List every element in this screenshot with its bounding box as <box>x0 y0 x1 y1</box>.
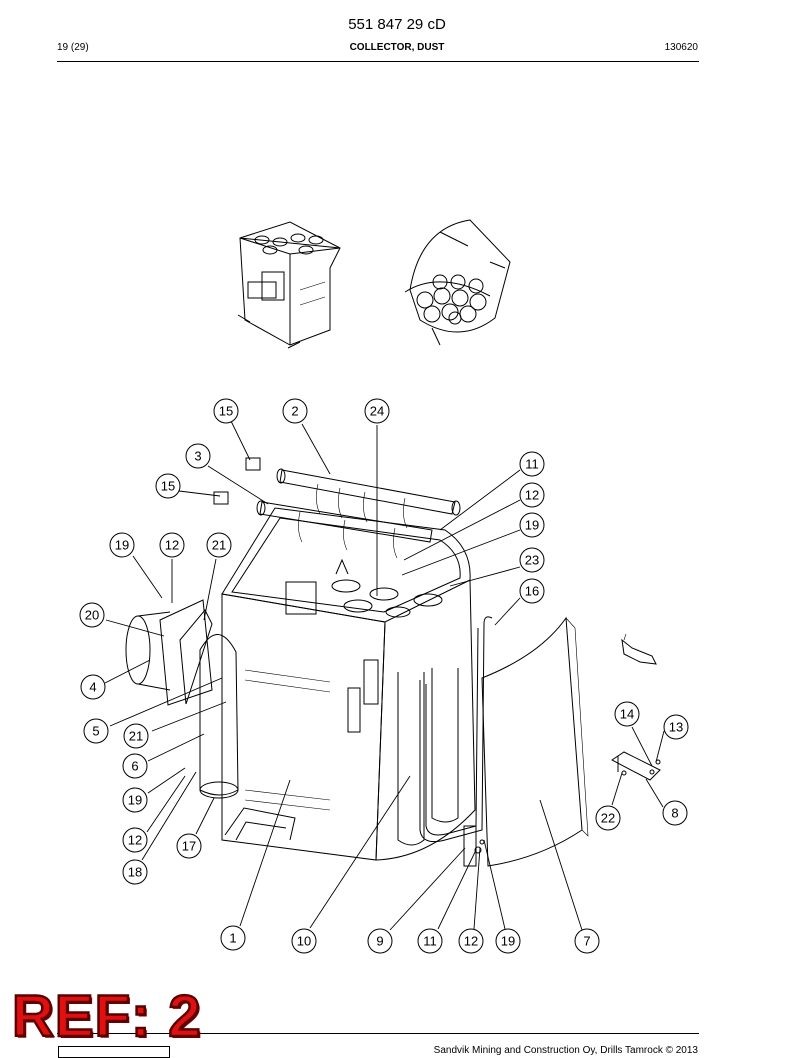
callout-13: 13 <box>663 714 689 740</box>
callout-2: 2 <box>282 398 308 424</box>
svg-text:12: 12 <box>525 488 539 503</box>
callout-5: 5 <box>83 718 109 744</box>
svg-text:20: 20 <box>85 608 99 623</box>
header-rule <box>57 61 699 62</box>
callout-16: 16 <box>519 578 545 604</box>
callout-22: 22 <box>595 805 621 831</box>
svg-text:11: 11 <box>423 934 437 949</box>
svg-text:15: 15 <box>219 404 233 419</box>
svg-text:11: 11 <box>525 457 539 472</box>
svg-text:21: 21 <box>212 538 226 553</box>
callout-3: 3 <box>185 443 211 469</box>
callout-23: 23 <box>519 547 545 573</box>
callout-15a: 15 <box>213 398 239 424</box>
callout-1: 1 <box>220 925 246 951</box>
svg-text:19: 19 <box>525 518 539 533</box>
callout-18: 18 <box>122 859 148 885</box>
svg-text:24: 24 <box>370 404 384 419</box>
svg-text:19: 19 <box>128 793 142 808</box>
svg-text:5: 5 <box>92 724 99 739</box>
svg-text:7: 7 <box>583 934 590 949</box>
callout-11b: 11 <box>417 928 443 954</box>
callout-20: 20 <box>79 602 105 628</box>
callout-24: 24 <box>364 398 390 424</box>
callout-8: 8 <box>662 800 688 826</box>
callout-14: 14 <box>614 701 640 727</box>
callout-19d: 19 <box>495 928 521 954</box>
main-exploded-view <box>125 457 661 867</box>
callout-4: 4 <box>80 674 106 700</box>
callout-12a: 12 <box>519 482 545 508</box>
svg-text:19: 19 <box>115 538 129 553</box>
callout-9: 9 <box>367 928 393 954</box>
leader-lines <box>104 420 665 931</box>
svg-text:12: 12 <box>165 538 179 553</box>
svg-text:2: 2 <box>291 404 298 419</box>
document-date: 130620 <box>664 42 698 53</box>
callout-19c: 19 <box>122 787 148 813</box>
svg-text:13: 13 <box>669 720 683 735</box>
svg-text:3: 3 <box>194 449 201 464</box>
svg-text:9: 9 <box>376 934 383 949</box>
svg-text:12: 12 <box>128 833 142 848</box>
callout-7: 7 <box>574 928 600 954</box>
svg-text:21: 21 <box>129 729 143 744</box>
svg-text:10: 10 <box>297 934 311 949</box>
callout-15b: 15 <box>155 473 181 499</box>
svg-text:23: 23 <box>525 553 539 568</box>
overview-top-view <box>404 219 511 346</box>
callout-12c: 12 <box>122 827 148 853</box>
overview-front-view <box>237 221 341 349</box>
svg-text:19: 19 <box>501 934 515 949</box>
svg-text:12: 12 <box>464 934 478 949</box>
reference-stamp: REF: 2 <box>11 984 202 1049</box>
svg-text:1: 1 <box>229 931 236 946</box>
svg-text:18: 18 <box>128 865 142 880</box>
callout-21b: 21 <box>123 723 149 749</box>
svg-text:15: 15 <box>161 479 175 494</box>
svg-text:6: 6 <box>131 759 138 774</box>
page-count: 19 (29) <box>57 42 89 53</box>
svg-text:16: 16 <box>525 584 539 599</box>
callout-19a: 19 <box>519 512 545 538</box>
svg-text:17: 17 <box>182 839 196 854</box>
callout-12d: 12 <box>458 928 484 954</box>
document-title: COLLECTOR, DUST <box>349 42 445 53</box>
callout-6: 6 <box>122 753 148 779</box>
svg-text:14: 14 <box>620 707 634 722</box>
footer-rule <box>57 1033 699 1034</box>
callout-19b: 19 <box>109 532 135 558</box>
svg-text:8: 8 <box>671 806 678 821</box>
callout-21a: 21 <box>206 532 232 558</box>
callout-17: 17 <box>176 833 202 859</box>
callout-10: 10 <box>291 928 317 954</box>
copyright-notice: Sandvik Mining and Construction Oy, Dril… <box>433 1045 698 1056</box>
callout-11a: 11 <box>519 451 545 477</box>
svg-text:4: 4 <box>89 680 96 695</box>
svg-text:22: 22 <box>601 811 615 826</box>
callout-12b: 12 <box>159 532 185 558</box>
document-number: 551 847 29 cD <box>348 16 446 33</box>
